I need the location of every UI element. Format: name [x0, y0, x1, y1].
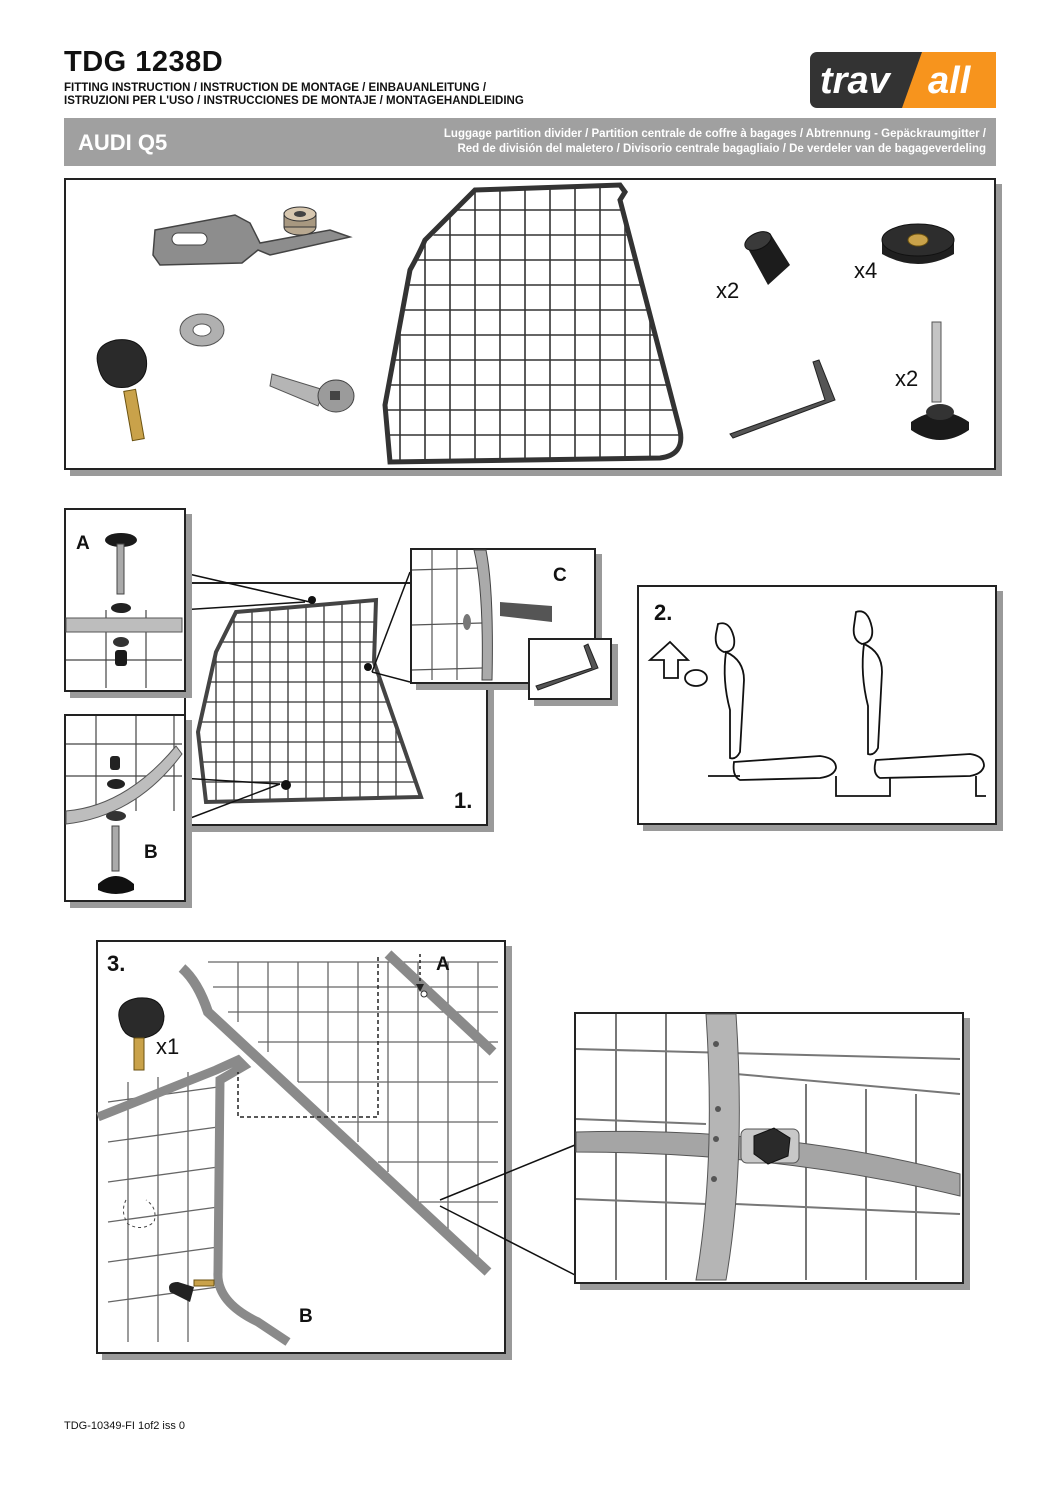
nut-quantity: x4 — [854, 258, 878, 283]
step3-mesh-illustration — [96, 950, 498, 1346]
detail-b-image — [65, 716, 183, 894]
step3-knob-quantity: x1 — [156, 1034, 180, 1059]
step3-number: 3. — [107, 951, 126, 976]
detail-a-image — [65, 533, 183, 688]
step1-number: 1. — [454, 788, 473, 813]
travall-logo: trav all — [810, 52, 996, 108]
mounting-bracket-image — [152, 206, 353, 266]
zoom-clamp-detail-image — [575, 1013, 961, 1281]
button-head-bolt-image — [269, 373, 355, 413]
vehicle-model: AUDI Q5 — [78, 130, 168, 155]
knurled-nut-image — [881, 223, 955, 264]
foot-quantity: x2 — [895, 366, 919, 391]
step1-callout-lines — [179, 571, 411, 823]
step3-label-b: B — [299, 1306, 313, 1327]
washer-image — [179, 313, 225, 347]
detail-a-label: A — [76, 533, 90, 554]
description-line-2: Red de división del maletero / Divisorio… — [457, 143, 986, 155]
detail-b-label: B — [144, 842, 158, 863]
logo-text-all: all — [928, 60, 972, 102]
document-code: TDG-10349-FI 1of2 iss 0 — [64, 1420, 186, 1432]
levelling-foot-image — [911, 321, 969, 440]
step1-partition-image — [195, 596, 424, 805]
bumper-quantity: x2 — [716, 278, 740, 303]
description-line-1: Luggage partition divider / Partition ce… — [443, 128, 986, 140]
step3-zoom-callout-lines — [439, 1144, 576, 1276]
step3-label-a: A — [436, 954, 450, 975]
hex-key-image — [729, 359, 836, 439]
step2-number: 2. — [654, 600, 673, 625]
step2-rear-seats-illustration — [647, 610, 986, 797]
hex-key-detail-panel — [528, 638, 612, 700]
logo-text-trav: trav — [820, 60, 892, 102]
step3-panel — [96, 940, 506, 1354]
model-band — [64, 118, 996, 166]
detail-c-image — [411, 549, 552, 681]
document-title: TDG 1238D — [64, 46, 224, 78]
step2-panel — [637, 585, 997, 825]
detail-c-label: C — [553, 565, 567, 586]
partition-mesh-image — [382, 182, 684, 465]
knob-screw-image — [96, 339, 148, 442]
subtitle-line-1: FITTING INSTRUCTION / INSTRUCTION DE MON… — [64, 82, 487, 94]
rubber-bumper-image — [744, 231, 790, 285]
subtitle-line-2: ISTRUZIONI PER L'USO / INSTRUCCIONES DE … — [64, 95, 524, 107]
hex-key-detail-image — [535, 643, 599, 691]
